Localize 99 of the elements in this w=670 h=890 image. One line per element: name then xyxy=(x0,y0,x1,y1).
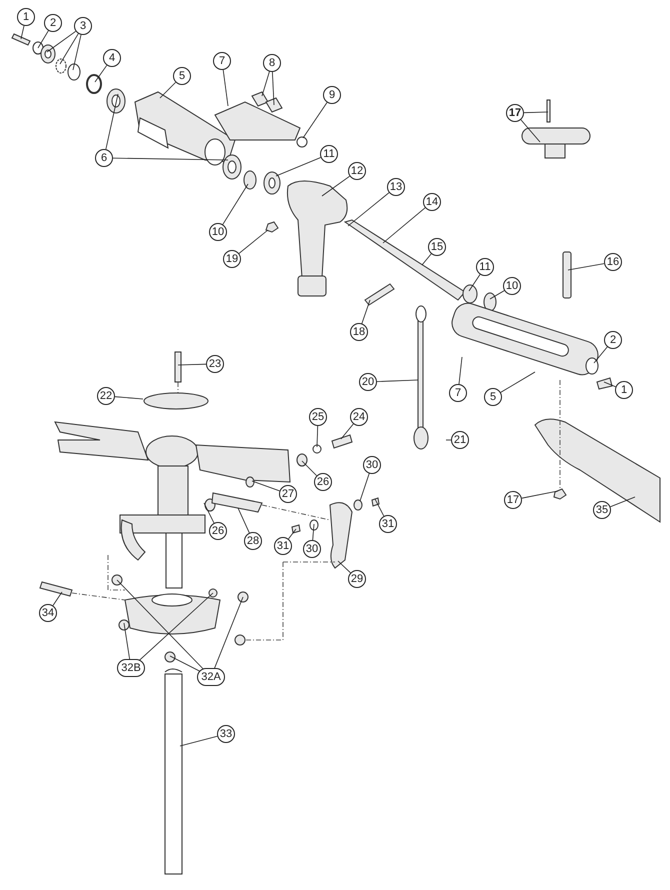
callout-number: 29 xyxy=(348,570,366,588)
callout-number: 32A xyxy=(197,668,225,686)
leader-line xyxy=(288,528,296,540)
callout-number: 33 xyxy=(217,725,235,743)
leader-line xyxy=(214,596,244,669)
callout-number: 8 xyxy=(263,54,281,72)
leader-line xyxy=(222,184,248,225)
leader-line xyxy=(72,34,82,70)
callout-number: 13 xyxy=(387,178,405,196)
leader-line xyxy=(374,498,384,516)
callout-number: 19 xyxy=(223,250,241,268)
callout-number: 31 xyxy=(379,515,397,533)
callout-number: 5 xyxy=(173,67,191,85)
callout-number: 11 xyxy=(320,145,338,163)
leader-line xyxy=(338,560,351,574)
leader-line xyxy=(316,426,318,448)
leader-line xyxy=(568,263,604,270)
leader-line xyxy=(252,480,280,492)
callout-number: 18 xyxy=(350,323,368,341)
leader-line xyxy=(276,157,322,176)
leader-line xyxy=(112,158,228,160)
callout-number: 7 xyxy=(449,384,467,402)
leader-line xyxy=(138,592,214,661)
callout-number: 2 xyxy=(44,14,62,32)
callout-number: 24 xyxy=(350,408,368,426)
leader-line xyxy=(52,592,62,606)
leader-line xyxy=(362,300,370,324)
callout-number: 34 xyxy=(39,604,57,622)
leader-line xyxy=(340,424,354,440)
callout-number: 23 xyxy=(206,355,224,373)
leader-line xyxy=(302,102,328,138)
callout-number: 28 xyxy=(244,532,262,550)
callout-number: 15 xyxy=(428,238,446,256)
callout-number: 1 xyxy=(615,381,633,399)
leader-line xyxy=(116,580,204,670)
leader-line xyxy=(46,30,76,52)
leader-line xyxy=(422,254,432,266)
callout-number: 30 xyxy=(363,456,381,474)
leader-line xyxy=(458,356,462,384)
leader-line xyxy=(106,94,118,150)
leader-line xyxy=(178,364,206,366)
leader-line xyxy=(238,230,268,254)
leader-line xyxy=(348,192,390,226)
callout-number: 4 xyxy=(103,49,121,67)
callout-number: 6 xyxy=(95,149,113,167)
leader-line xyxy=(238,508,250,534)
leader-line xyxy=(38,30,49,48)
leader-line xyxy=(94,64,108,82)
leader-line xyxy=(222,70,228,106)
leader-line xyxy=(500,372,536,393)
leader-line xyxy=(170,656,200,672)
leader-line xyxy=(322,176,350,196)
leader-line xyxy=(520,119,540,142)
callout-number: 22 xyxy=(97,387,115,405)
callout-number: 27 xyxy=(279,485,297,503)
leader-line xyxy=(376,380,418,382)
callout-number: 17 xyxy=(504,491,522,509)
leader-line xyxy=(272,72,274,106)
callout-number: 7 xyxy=(213,52,231,70)
callout-number: 26 xyxy=(209,522,227,540)
callout-number: 2 xyxy=(604,331,622,349)
callout-number: 21 xyxy=(451,431,469,449)
leader-line xyxy=(302,460,317,476)
leader-line xyxy=(360,473,370,502)
leader-line xyxy=(180,736,218,746)
leader-line xyxy=(114,396,144,400)
leader-line xyxy=(524,112,548,114)
callout-number: 30 xyxy=(303,540,321,558)
callout-number: 32B xyxy=(117,659,145,677)
leader-line xyxy=(124,622,130,660)
callout-number: 26 xyxy=(314,473,332,491)
callout-number: 10 xyxy=(503,277,521,295)
leader-line xyxy=(610,496,636,508)
leader-line xyxy=(382,207,426,244)
callout-number: 1 xyxy=(17,8,35,26)
callout-number: 11 xyxy=(476,258,494,276)
callout-number: 16 xyxy=(604,253,622,271)
callout-number: 31 xyxy=(274,537,292,555)
callout-number: 20 xyxy=(359,373,377,391)
callout-number: 9 xyxy=(323,86,341,104)
leader-line xyxy=(468,274,480,292)
leader-line xyxy=(521,490,558,499)
callout-number: 12 xyxy=(348,162,366,180)
callout-number: 5 xyxy=(484,388,502,406)
leader-line xyxy=(60,33,79,64)
leader-line xyxy=(490,290,505,300)
leader-line xyxy=(262,71,270,96)
leader-line xyxy=(312,524,314,540)
leader-line xyxy=(204,502,214,524)
callout-number: 10 xyxy=(209,223,227,241)
leader-line xyxy=(594,346,608,364)
callout-number: 17 xyxy=(506,104,524,122)
callout-number: 25 xyxy=(309,408,327,426)
leader-line xyxy=(604,382,616,388)
callout-number: 3 xyxy=(74,17,92,35)
leader-line xyxy=(160,82,176,98)
leader-line xyxy=(20,25,24,40)
callout-number: 35 xyxy=(593,501,611,519)
callout-number: 14 xyxy=(423,193,441,211)
